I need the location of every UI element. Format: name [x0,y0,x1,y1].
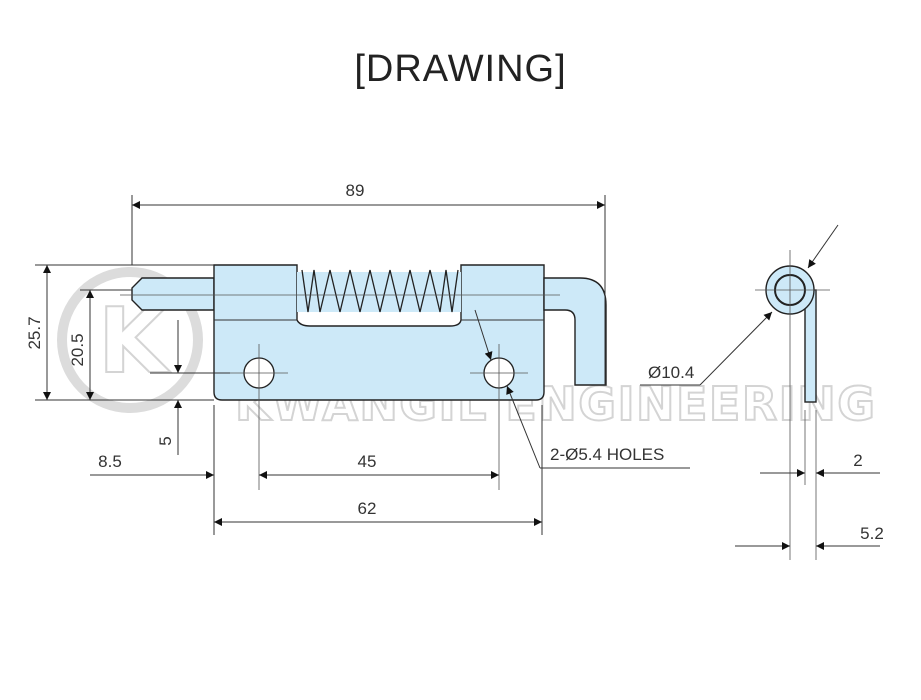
watermark: K KWANGIL ENGINEERING [57,267,876,432]
dim-plate-length: 62 [358,499,377,518]
spring [301,269,459,313]
watermark-logo [57,267,203,413]
front-view [120,264,607,490]
dim-hole-offset-left: 8.5 [98,452,122,471]
pin-left [131,277,215,311]
pin-right-bent [543,277,607,386]
plate [213,264,545,401]
holes-note: 2-Ø5.4 HOLES [550,445,664,464]
dim-overall-length: 89 [346,181,365,200]
drawing-title: [DRAWING] [354,48,567,90]
dimension-lines [35,195,880,550]
side-view [755,250,830,560]
dim-hole-edge-offset: 5 [156,436,175,445]
dim-side-width: 5.2 [860,524,884,543]
dim-height-plate: 20.5 [68,333,87,366]
dim-pin-diameter: Ø10.4 [648,363,694,382]
dim-hole-spacing: 45 [358,452,377,471]
dim-plate-thickness: 2 [853,451,862,470]
dim-height-total: 25.7 [25,316,44,349]
